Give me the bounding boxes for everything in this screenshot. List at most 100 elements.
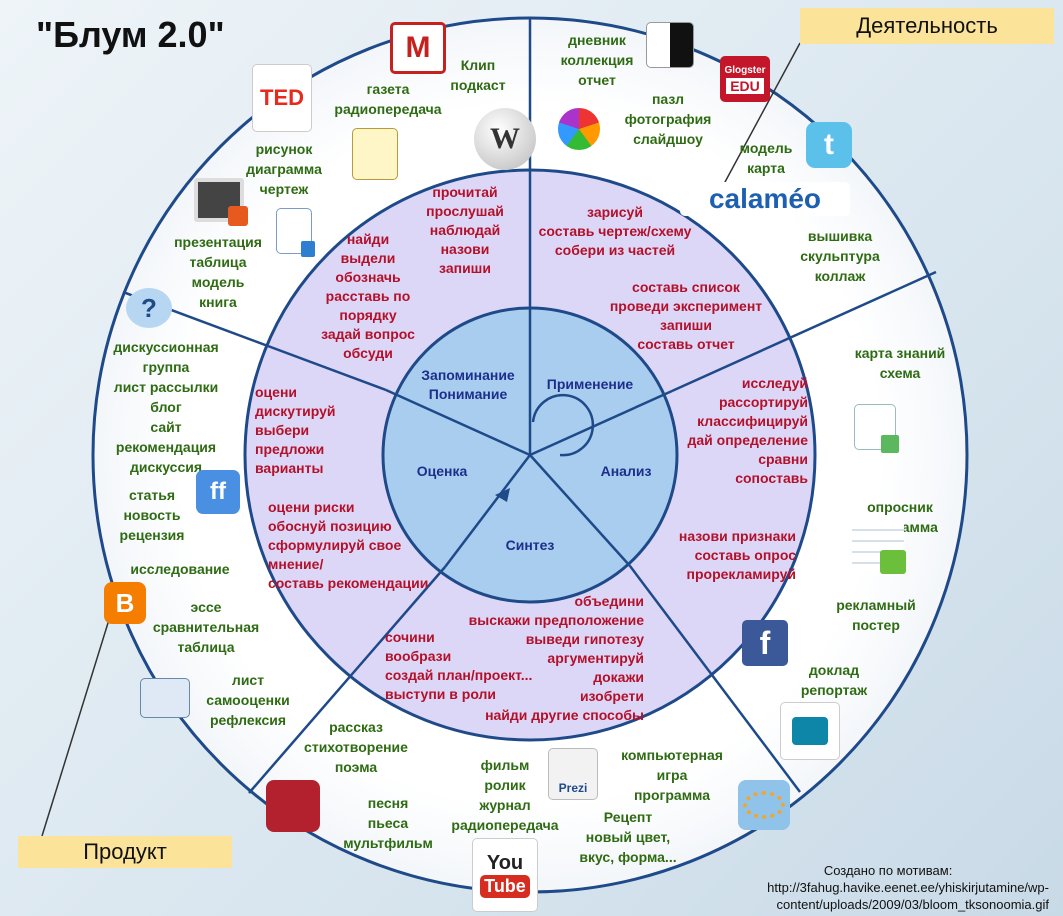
youtube-tube-label: Tube <box>480 875 530 898</box>
verb-group-line: вообрази <box>385 648 451 664</box>
product-group-line: исследование <box>130 561 229 577</box>
product-group-line: коллекция <box>561 52 634 68</box>
product-group-line: дискуссионная <box>113 339 218 355</box>
verb-group-line: исследуй <box>742 375 808 391</box>
divider-line <box>444 454 531 568</box>
credit-line: content/uploads/2009/03/bloom_tksonoomia… <box>776 897 1049 912</box>
verb-group-line: составь отчет <box>637 336 734 352</box>
glogster-label: Glogster <box>724 64 766 76</box>
level-label-remember-line: Запоминание <box>421 367 515 383</box>
sector-dividers <box>122 17 937 794</box>
verb-group-line: выбери <box>255 422 309 438</box>
question-bubble-icon: ? <box>126 288 172 328</box>
product-group-line: пьеса <box>368 815 409 831</box>
verb-group-line: рассортируй <box>719 394 808 410</box>
product-group-line: подкаст <box>450 77 505 93</box>
product-group-line: дневник <box>568 32 627 48</box>
verb-group-line: оцени риски <box>268 499 354 515</box>
product-group-line: Рецепт <box>604 809 653 825</box>
verb-group-line: обозначь <box>335 269 401 285</box>
level-label-synthesis-line: Синтез <box>506 537 555 553</box>
divider-line <box>671 270 937 393</box>
divider-line <box>248 566 446 794</box>
check-badge-icon <box>880 550 906 574</box>
product-tag: Продукт <box>18 836 232 868</box>
product-group-line: рассказ <box>329 719 383 735</box>
verb-group-line: найди <box>347 231 389 247</box>
product-group-line: группа <box>143 359 190 375</box>
product-group: исследование <box>130 561 229 577</box>
product-group-line: карта знаний <box>855 345 946 361</box>
verb-group-line: расставь по <box>326 288 411 304</box>
verb-group-line: предложи <box>255 441 324 457</box>
checklist-icon <box>852 520 906 574</box>
product-group-line: слайдшоу <box>633 131 703 147</box>
verb-group-line: задай вопрос <box>321 326 415 342</box>
product-group: Рецепт новый цвет, вкус, форма... <box>579 809 676 865</box>
credit-note: Создано по мотивам: http://3fahug.havike… <box>767 862 1049 913</box>
verb-group-line: запиши <box>439 260 491 276</box>
verb-group-line: сочини <box>385 629 435 645</box>
product-group-line: рефлексия <box>210 712 286 728</box>
verb-group-line: собери из частей <box>555 242 675 258</box>
verb-group-line: запиши <box>660 317 712 333</box>
play-icon <box>228 206 248 226</box>
slideshare-icon <box>780 702 840 760</box>
product-group-line: новый цвет, <box>586 829 670 845</box>
page-title: "Блум 2.0" <box>36 14 225 55</box>
product-group-line: репортаж <box>801 682 868 698</box>
verb-group-line: выведи гипотезу <box>526 631 645 647</box>
product-group-line: вкус, форма... <box>579 849 676 865</box>
verb-group-line: найди другие способы <box>485 707 644 723</box>
product-group-line: сайт <box>150 419 181 435</box>
verb-group-line: прочитай <box>432 184 497 200</box>
cycle-arrow <box>531 393 595 457</box>
product-group-line: вышивка <box>808 228 872 244</box>
product-group-line: радиопередача <box>451 817 558 833</box>
product-group-line: коллаж <box>815 268 867 284</box>
product-group-line: новость <box>123 507 180 523</box>
verb-group-line: составь чертеж/схему <box>539 223 692 239</box>
product-group-line: статья <box>129 487 175 503</box>
doc-badge-icon <box>301 241 315 257</box>
youtube-icon: You Tube <box>472 838 538 912</box>
product-group: карта знаний схема <box>855 345 946 381</box>
product-group-line: поэма <box>335 759 378 775</box>
verb-group-line: варианты <box>255 460 323 476</box>
verb-group-line: сформулируй свое <box>268 537 401 553</box>
glogster-edu-label: EDU <box>726 77 764 94</box>
facebook-icon: f <box>742 620 788 666</box>
verb-group-line: сравни <box>758 451 808 467</box>
product-group-line: схема <box>880 365 921 381</box>
pointer-line-activity <box>717 42 801 196</box>
product-group-line: фильм <box>481 757 530 773</box>
verb-group-line: обсуди <box>343 345 393 361</box>
glogster-icon: Glogster EDU <box>720 56 770 102</box>
product-group-line: мультфильм <box>343 835 433 851</box>
product-group-line: программа <box>634 787 710 803</box>
verb-group-line: дискутируй <box>255 403 335 419</box>
product-group-line: сравнительная <box>153 619 259 635</box>
product-group-line: лист <box>232 672 264 688</box>
verb-group-line: составь список <box>632 279 741 295</box>
chart-badge-icon <box>881 435 899 453</box>
video-slide-icon <box>194 178 248 226</box>
product-group-line: карта <box>747 160 785 176</box>
ted-icon: TED <box>252 64 312 132</box>
verb-group-line: докажи <box>593 669 644 685</box>
pointer-line-product <box>41 609 113 837</box>
product-group-line: блог <box>150 399 182 415</box>
